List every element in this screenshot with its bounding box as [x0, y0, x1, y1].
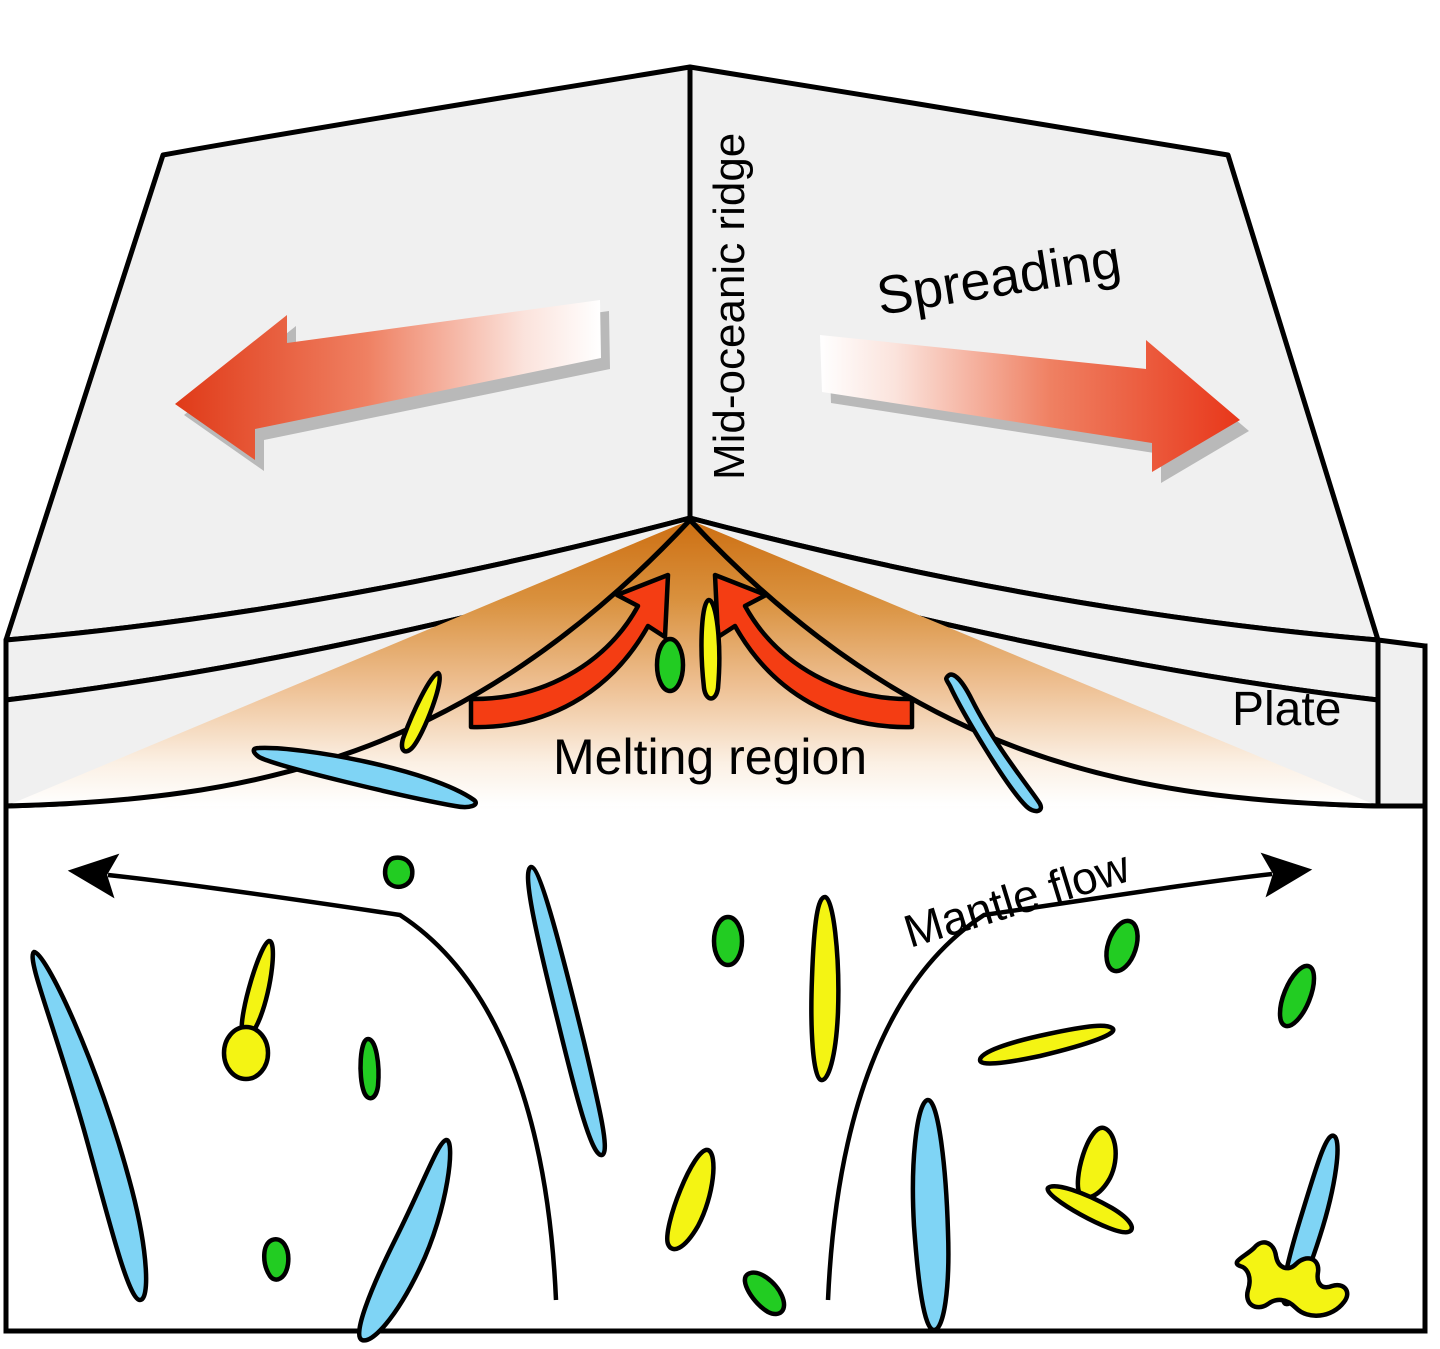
grain-yellow [809, 894, 841, 1083]
grain-green [1277, 963, 1317, 1029]
melting-region-overlay [5, 518, 1379, 809]
grain-yellow [1234, 1240, 1350, 1318]
grain-blue [251, 745, 478, 810]
grain-blue [944, 672, 1044, 814]
melting-boundary-right [688, 518, 1379, 809]
mineral-grains-mantle [30, 855, 1350, 1343]
grain-yellow [665, 1147, 716, 1252]
mantle-flow-lines [67, 852, 1313, 1301]
melt-arrows [468, 572, 915, 730]
grain-green [262, 1237, 291, 1282]
grain-yellow [1045, 1184, 1134, 1235]
mineral-grains-melting-region [251, 597, 1044, 814]
label-melting-region: Melting region [553, 729, 867, 785]
melting-boundary-left [5, 518, 692, 809]
melting-region-wedge [6, 520, 1378, 806]
label-plate: Plate [1232, 683, 1341, 736]
grain-green [1104, 918, 1140, 974]
grain-blue [30, 949, 149, 1303]
grain-green [382, 855, 415, 889]
grain-green [654, 636, 686, 694]
grain-blue [910, 1097, 951, 1333]
grain-yellow [221, 1024, 271, 1082]
mantle-flow-arrow-left [67, 853, 559, 1301]
grain-blue [356, 1137, 453, 1343]
mantle-flow-arrow-right [825, 852, 1313, 1301]
melt-upwelling-arrow-left [468, 572, 671, 730]
grain-yellow [399, 670, 442, 754]
plate-end-cap-right [1375, 637, 1428, 809]
spreading-arrow-left [175, 300, 601, 460]
label-mid-oceanic-ridge: Mid-oceanic ridge [705, 133, 754, 480]
grain-green [358, 1036, 381, 1101]
grain-blue [525, 864, 608, 1158]
melt-upwelling-arrow-right [712, 572, 915, 730]
grain-green [742, 1270, 787, 1317]
spreading-arrow-right-group [820, 335, 1249, 483]
spreading-arrow-right [820, 335, 1240, 472]
spreading-arrow-left-group [175, 300, 610, 471]
grain-yellow [699, 597, 722, 701]
grain-yellow [977, 1023, 1116, 1066]
grain-green [711, 914, 745, 968]
